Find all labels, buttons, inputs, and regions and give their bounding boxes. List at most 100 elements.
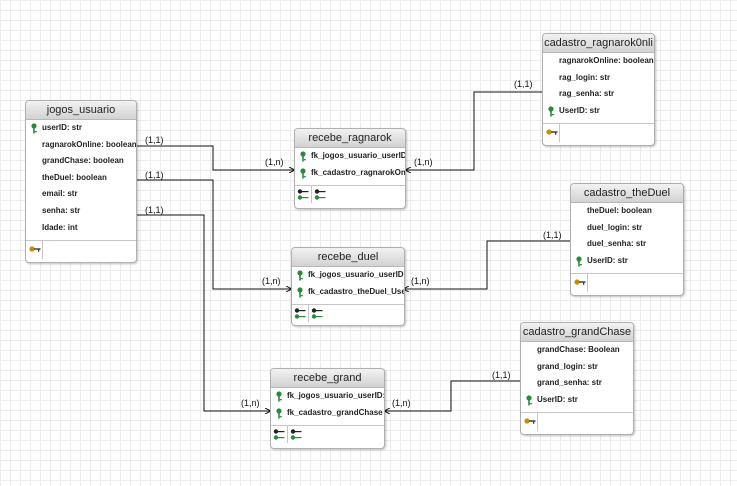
entity-recebe-duel[interactable]: recebe_duel fk_jogos_usuario_userID: fk_… [291,247,405,326]
field-label: theDuel: boolean [42,172,107,182]
cardinality-label: (1,1) [543,230,562,240]
field-label: duel_senha: str [587,239,647,249]
field-label: ragnarokOnline: boolean [559,56,654,65]
field-row: UserID: str [521,392,633,409]
field-label: fk_cadastro_theDuel_Use [308,286,404,296]
field-row: Idade: int [26,220,136,237]
line-cadastro-ragnarok [406,91,542,170]
cardinality-label: (1,1) [145,205,164,215]
primary-key-icon [548,106,554,117]
index-key-icon [524,418,536,425]
field-row: UserID: str [571,253,683,270]
cardinality-label: (1,1) [492,370,511,380]
foreign-key-icon [276,407,282,419]
line-usuario-grand [136,214,270,411]
index-section [26,241,136,260]
field-row: duel_login: str [571,220,683,237]
entity-cadastro-ragnarok[interactable]: cadastro_ragnarok0nli ragnarokOnline: bo… [542,33,655,146]
line-cadastro-grand [385,380,520,411]
field-row: duel_senha: str [571,236,683,253]
line-usuario-ragnarok [136,145,294,170]
key-pair-icon [311,308,323,319]
key-section [295,186,405,204]
index-key-icon [546,129,558,136]
field-label: grand_login: str [537,361,598,371]
field-label: UserID: str [559,105,600,115]
field-row: grandChase: Boolean [521,342,633,359]
entity-jogos-usuario[interactable]: jogos_usuario userID: str ragnarokOnline… [25,100,137,263]
field-label: email: str [42,189,78,199]
field-label: rag_login: str [559,72,611,82]
cardinality-label: (1,1) [145,135,164,145]
field-row: grand_senha: str [521,375,633,392]
primary-key-icon [31,123,37,134]
entity-recebe-grand[interactable]: recebe_grand fk_jogos_usuario_userID: fk… [270,368,385,449]
entity-cadastro-theduel[interactable]: cadastro_theDuel theDuel: boolean duel_l… [570,183,684,296]
field-label: grandChase: boolean [42,156,124,166]
field-row: fk_cadastro_ragnarokOnli [295,165,405,182]
field-row: UserID: str [543,103,654,120]
field-row: ragnarokOnline: boolean [543,53,654,70]
field-row: rag_senha: str [543,86,654,103]
cardinality-label: (1,n) [262,276,281,286]
field-label: fk_jogos_usuario_userID: [308,270,404,279]
key-pair-icon [297,189,309,200]
key-pair-icon [294,308,306,319]
field-row: email: str [26,186,136,203]
primary-key-icon [526,395,532,406]
index-section [521,413,633,432]
field-label: UserID: str [587,255,628,265]
key-section [292,305,404,323]
field-row: grand_login: str [521,359,633,376]
line-cadastro-duel [404,240,570,289]
index-key-icon [574,279,586,286]
entity-title: jogos_usuario [26,101,136,120]
entity-title: cadastro_theDuel [571,184,683,203]
primary-key-icon [576,256,582,267]
field-label: duel_login: str [587,222,643,232]
field-row: fk_cadastro_grandChase [271,405,384,422]
cardinality-label: (1,n) [392,398,411,408]
key-section [271,426,384,444]
field-label: Idade: int [42,222,78,232]
field-row: fk_jogos_usuario_userID: [292,267,404,284]
cardinality-label: (1,n) [411,276,430,286]
field-row: fk_cadastro_theDuel_Use [292,284,404,301]
index-section [543,124,654,143]
field-label: grandChase: Boolean [537,345,620,354]
entity-recebe-ragnarok[interactable]: recebe_ragnarok fk_jogos_usuario_userID:… [294,128,406,209]
foreign-key-icon [300,151,306,162]
field-label: userID: str [42,123,83,132]
entity-title: recebe_ragnarok [295,129,405,148]
field-row: senha: str [26,203,136,220]
field-label: fk_cadastro_ragnarokOnli [311,167,405,177]
field-label: theDuel: boolean [587,206,652,215]
entity-title: recebe_duel [292,248,404,267]
entity-cadastro-grandchase[interactable]: cadastro_grandChase grandChase: Boolean … [520,322,634,435]
field-row: userID: str [26,120,136,137]
field-label: fk_jogos_usuario_userID: [311,151,405,160]
key-pair-icon [290,429,302,440]
field-row: grandChase: boolean [26,153,136,170]
cardinality-label: (1,n) [265,157,284,167]
line-usuario-duel [136,179,291,289]
key-pair-icon [314,189,326,200]
field-label: ragnarokOnline: boolean [42,139,136,149]
key-pair-icon [273,429,285,440]
field-label: grand_senha: str [537,378,602,388]
index-section [571,274,683,293]
entity-title: recebe_grand [271,369,384,388]
field-row: fk_jogos_usuario_userID: [295,148,405,165]
field-row: rag_login: str [543,70,654,87]
entity-title: cadastro_grandChase [521,323,633,342]
field-label: fk_cadastro_grandChase [287,407,383,417]
field-label: senha: str [42,205,81,215]
field-label: rag_senha: str [559,89,615,99]
field-label: fk_jogos_usuario_userID: [287,391,384,400]
cardinality-label: (1,1) [145,170,164,180]
field-row: fk_jogos_usuario_userID: [271,388,384,405]
field-row: ragnarokOnline: boolean [26,137,136,154]
entity-title: cadastro_ragnarok0nli [543,34,654,53]
foreign-key-icon [297,286,303,298]
